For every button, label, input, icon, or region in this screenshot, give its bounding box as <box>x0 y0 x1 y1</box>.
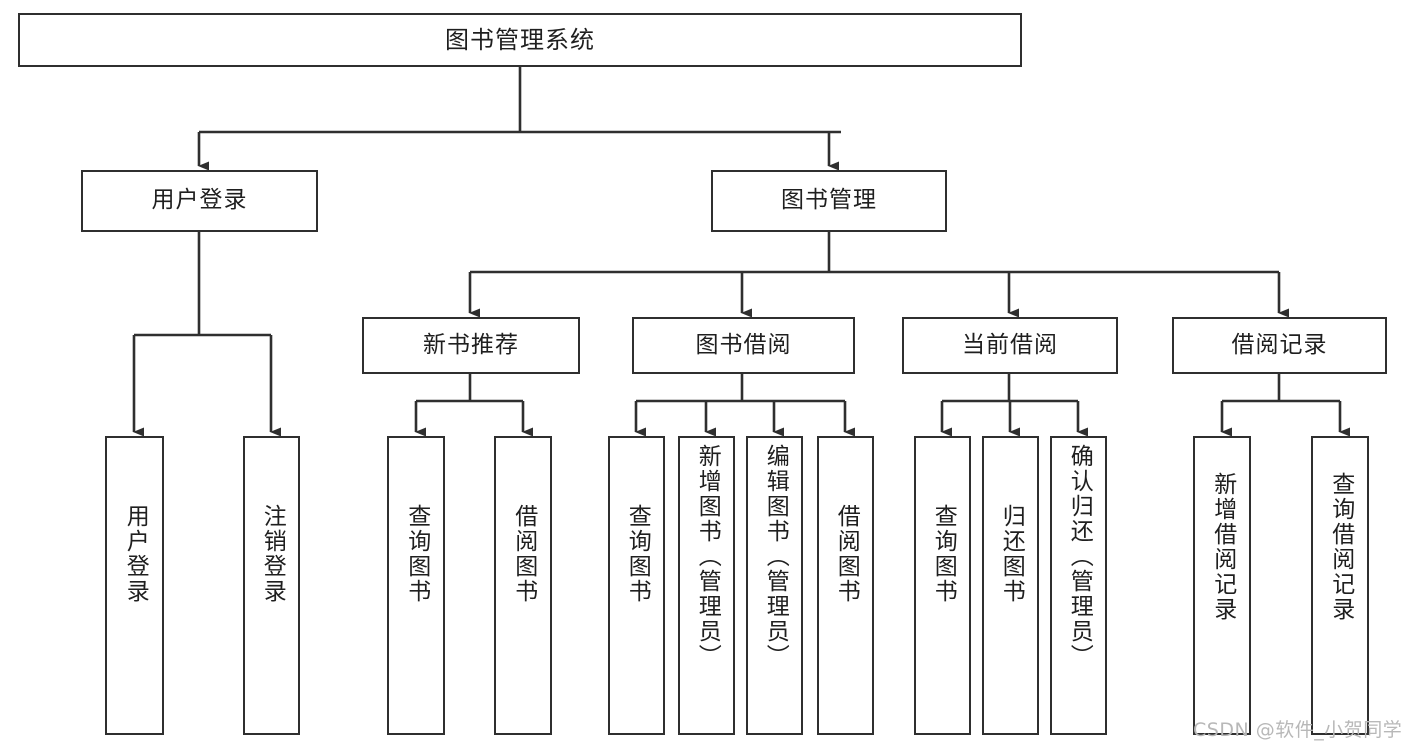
node-new-book-recommend-label: 新书推荐 <box>423 331 519 358</box>
node-leaf-return-book-label: 归还图书 <box>998 504 1025 604</box>
node-user-login-label: 用户登录 <box>151 187 248 214</box>
node-book-manage-label: 图书管理 <box>781 187 877 214</box>
node-leaf-borrow-book-2[interactable]: 借阅图书 <box>817 436 874 735</box>
node-leaf-query-book-3[interactable]: 查询图书 <box>914 436 971 735</box>
node-leaf-confirm-return-label: 确认归还（管理员） <box>1066 444 1093 669</box>
node-book-borrow-label: 图书借阅 <box>695 331 792 358</box>
node-leaf-add-record[interactable]: 新增借阅记录 <box>1193 436 1251 735</box>
node-leaf-query-book-3-label: 查询图书 <box>930 504 957 604</box>
node-leaf-return-book[interactable]: 归还图书 <box>982 436 1039 735</box>
node-leaf-query-record-label: 查询借阅记录 <box>1327 472 1354 622</box>
node-leaf-add-book-label: 新增图书（管理员） <box>694 444 721 669</box>
node-leaf-query-record[interactable]: 查询借阅记录 <box>1311 436 1369 735</box>
node-current-borrow-label: 当前借阅 <box>962 331 1058 358</box>
node-current-borrow[interactable]: 当前借阅 <box>902 317 1118 374</box>
node-root-system[interactable]: 图书管理系统 <box>18 13 1022 67</box>
node-root-label: 图书管理系统 <box>445 25 595 54</box>
node-leaf-query-book-2[interactable]: 查询图书 <box>608 436 665 735</box>
node-leaf-edit-book-label: 编辑图书（管理员） <box>762 444 789 669</box>
node-leaf-user-login[interactable]: 用户登录 <box>105 436 164 735</box>
node-user-login[interactable]: 用户登录 <box>81 170 318 232</box>
csdn-watermark: CSDN @软件_小贺同学 <box>1193 719 1403 741</box>
node-leaf-add-record-label: 新增借阅记录 <box>1209 472 1236 622</box>
node-leaf-query-book-1-label: 查询图书 <box>403 504 430 604</box>
node-borrow-record[interactable]: 借阅记录 <box>1172 317 1387 374</box>
node-leaf-add-book[interactable]: 新增图书（管理员） <box>678 436 735 735</box>
node-borrow-record-label: 借阅记录 <box>1231 331 1328 358</box>
node-leaf-logout-login[interactable]: 注销登录 <box>243 436 300 735</box>
node-leaf-borrow-book-1-label: 借阅图书 <box>510 504 537 604</box>
node-leaf-logout-login-label: 注销登录 <box>259 504 286 604</box>
node-leaf-query-book-1[interactable]: 查询图书 <box>387 436 445 735</box>
node-leaf-confirm-return[interactable]: 确认归还（管理员） <box>1050 436 1107 735</box>
node-leaf-user-login-label: 用户登录 <box>122 504 149 604</box>
node-leaf-borrow-book-1[interactable]: 借阅图书 <box>494 436 552 735</box>
node-leaf-edit-book[interactable]: 编辑图书（管理员） <box>746 436 803 735</box>
node-leaf-borrow-book-2-label: 借阅图书 <box>833 504 860 604</box>
node-book-borrow[interactable]: 图书借阅 <box>632 317 855 374</box>
node-leaf-query-book-2-label: 查询图书 <box>624 504 651 604</box>
node-book-manage[interactable]: 图书管理 <box>711 170 947 232</box>
node-new-book-recommend[interactable]: 新书推荐 <box>362 317 580 374</box>
